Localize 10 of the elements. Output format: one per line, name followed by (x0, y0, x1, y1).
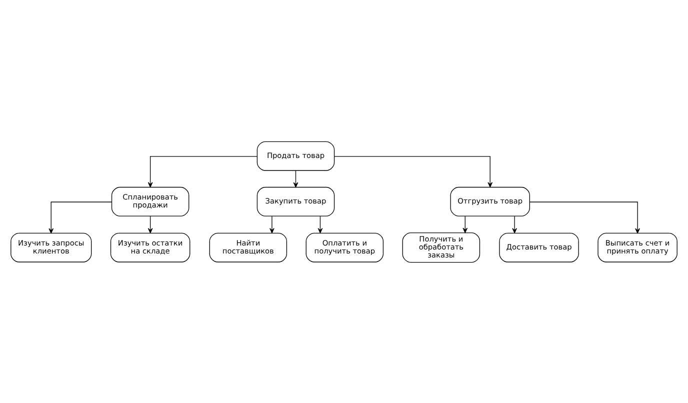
arrow (48, 201, 112, 233)
arrow (270, 215, 274, 233)
arrow (148, 215, 153, 233)
arrow (318, 215, 323, 233)
arrow (293, 170, 298, 188)
arrow (334, 156, 493, 187)
arrow (529, 201, 640, 233)
arrow (462, 215, 468, 232)
arrow (512, 215, 518, 233)
arrow (148, 156, 258, 187)
